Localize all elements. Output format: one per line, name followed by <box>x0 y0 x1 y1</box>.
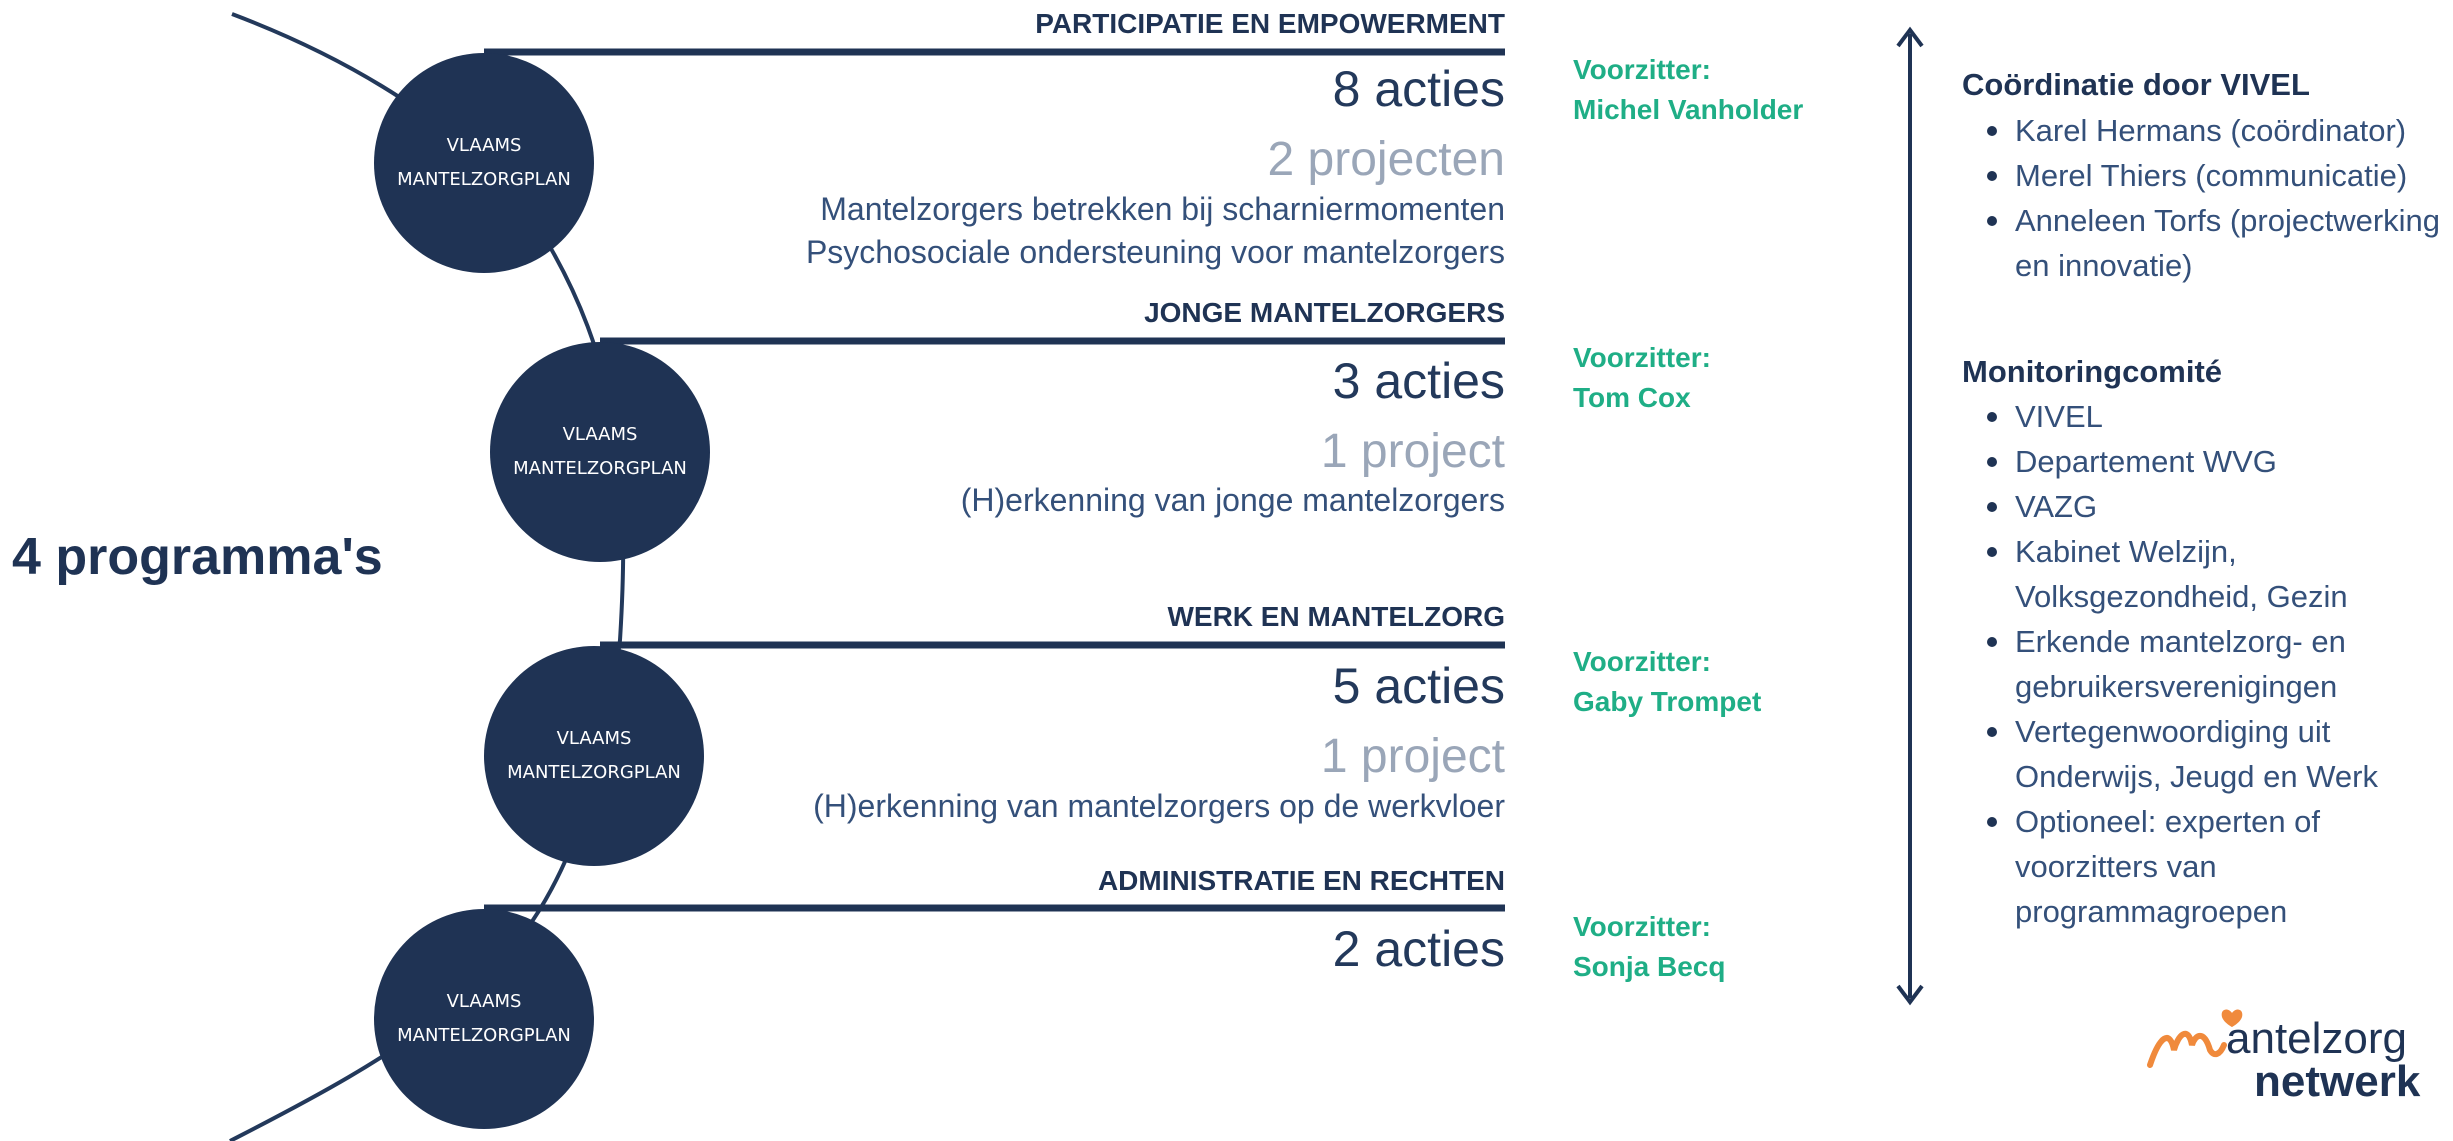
program-acties: 3 acties <box>1332 353 1505 409</box>
program-circle <box>374 53 594 273</box>
program-chair: Voorzitter: Sonja Becq <box>1573 907 1725 987</box>
program-circle <box>490 342 710 562</box>
bullet-icon <box>1987 457 1997 467</box>
program-acties: 2 acties <box>1332 921 1505 977</box>
program-title: JONGE MANTELZORGERS <box>1144 297 1505 328</box>
chair-label: Voorzitter: <box>1573 342 1711 373</box>
list-item-text: Departement WVG <box>2015 444 2277 479</box>
logo-m-icon <box>2147 1030 2227 1068</box>
bullet-icon <box>1987 547 1997 557</box>
bullet-icon <box>1987 126 1997 136</box>
chair-name: Gaby Trompet <box>1573 686 1762 717</box>
arrow-head-up-icon <box>1896 26 1924 48</box>
list-item: Merel Thiers (communicatie) <box>1962 153 2452 198</box>
logo-text-line1: antelzorg <box>2226 1014 2407 1063</box>
list-item-text: Karel Hermans (coördinator) <box>2015 113 2407 148</box>
list-item-text: Erkende mantelzorg- en gebruikersverenig… <box>2015 624 2346 704</box>
arrow-head-down-icon <box>1896 984 1924 1006</box>
mantelzorg-netwerk-logo: antelzorg netwerk <box>2147 1009 2421 1105</box>
bullet-icon <box>1987 817 1997 827</box>
program-chair: Voorzitter: Michel Vanholder <box>1573 50 1803 130</box>
list-item-text: Merel Thiers (communicatie) <box>2015 158 2408 193</box>
program-chair: Voorzitter: Gaby Trompet <box>1573 642 1761 722</box>
circle-label-line: VLAAMS <box>446 991 522 1012</box>
bullet-icon <box>1987 727 1997 737</box>
coordination-heading: Coördinatie door VIVEL <box>1962 67 2310 102</box>
chair-label: Voorzitter: <box>1573 646 1711 677</box>
circle-label: VLAAMS MANTELZORGPLAN <box>490 342 710 562</box>
list-item: VIVEL <box>1962 394 2452 439</box>
list-item-text: Vertegenwoordiging uit Onderwijs, Jeugd … <box>2015 714 2378 794</box>
logo-heart-icon <box>2221 1009 2243 1027</box>
circle-label-line: MANTELZORGPLAN <box>507 762 681 783</box>
circle-label-line: VLAAMS <box>562 424 638 445</box>
program-projects: 2 projecten <box>1267 133 1506 186</box>
list-item: Kabinet Welzijn, Volksgezondheid, Gezin <box>1962 529 2452 619</box>
coordination-list: Karel Hermans (coördinator) Merel Thiers… <box>1962 108 2452 288</box>
list-item-text: VIVEL <box>2015 399 2103 434</box>
program-circle <box>374 909 594 1129</box>
program-title: ADMINISTRATIE EN RECHTEN <box>1097 865 1505 896</box>
bullet-icon <box>1987 637 1997 647</box>
list-item-text: Anneleen Torfs (projectwerking en innova… <box>2015 203 2441 283</box>
list-item: Erkende mantelzorg- en gebruikersverenig… <box>1962 619 2452 709</box>
program-acties: 8 acties <box>1332 61 1505 117</box>
project-name: (H)erkenning van jonge mantelzorgers <box>960 482 1505 518</box>
program-chair: Voorzitter: Tom Cox <box>1573 338 1711 418</box>
program-title: WERK EN MANTELZORG <box>1167 601 1505 632</box>
logo-text-line2: netwerk <box>2254 1057 2421 1105</box>
list-item: Vertegenwoordiging uit Onderwijs, Jeugd … <box>1962 709 2452 799</box>
list-item-text: Optioneel: experten of voorzitters van p… <box>2015 804 2321 929</box>
page-title: 4 programma's <box>12 528 383 586</box>
list-item: Karel Hermans (coördinator) <box>1962 108 2452 153</box>
bullet-icon <box>1987 412 1997 422</box>
chair-name: Sonja Becq <box>1573 951 1726 982</box>
list-item: Optioneel: experten of voorzitters van p… <box>1962 799 2452 934</box>
bullet-icon <box>1987 171 1997 181</box>
list-item-text: VAZG <box>2015 489 2098 524</box>
circle-label-line: MANTELZORGPLAN <box>397 1025 571 1046</box>
program-acties: 5 acties <box>1332 658 1505 714</box>
project-name: Psychosociale ondersteuning voor mantelz… <box>805 234 1505 270</box>
chair-label: Voorzitter: <box>1573 911 1711 942</box>
program-circle <box>484 646 704 866</box>
project-name: (H)erkenning van mantelzorgers op de wer… <box>813 788 1505 824</box>
list-item-text: Kabinet Welzijn, Volksgezondheid, Gezin <box>2015 534 2348 614</box>
project-name: Mantelzorgers betrekken bij scharniermom… <box>820 191 1505 227</box>
list-item: Anneleen Torfs (projectwerking en innova… <box>1962 198 2452 288</box>
monitoring-list: VIVEL Departement WVG VAZG Kabinet Welzi… <box>1962 394 2452 934</box>
chair-label: Voorzitter: <box>1573 54 1711 85</box>
circle-label: VLAAMS MANTELZORGPLAN <box>484 646 704 866</box>
bullet-icon <box>1987 502 1997 512</box>
program-projects: 1 project <box>1320 425 1505 478</box>
program-projects: 1 project <box>1320 730 1505 783</box>
circle-label: VLAAMS MANTELZORGPLAN <box>374 53 594 273</box>
list-item: VAZG <box>1962 484 2452 529</box>
circle-label-line: VLAAMS <box>446 135 522 156</box>
chair-name: Tom Cox <box>1573 382 1691 413</box>
circle-label-line: VLAAMS <box>556 728 632 749</box>
monitoring-heading: Monitoringcomité <box>1962 354 2223 389</box>
list-item: Departement WVG <box>1962 439 2452 484</box>
circle-label-line: MANTELZORGPLAN <box>397 169 571 190</box>
program-title: PARTICIPATIE EN EMPOWERMENT <box>1035 8 1505 39</box>
circle-label: VLAAMS MANTELZORGPLAN <box>374 909 594 1129</box>
chair-name: Michel Vanholder <box>1573 94 1804 125</box>
circle-label-line: MANTELZORGPLAN <box>513 458 687 479</box>
bullet-icon <box>1987 216 1997 226</box>
